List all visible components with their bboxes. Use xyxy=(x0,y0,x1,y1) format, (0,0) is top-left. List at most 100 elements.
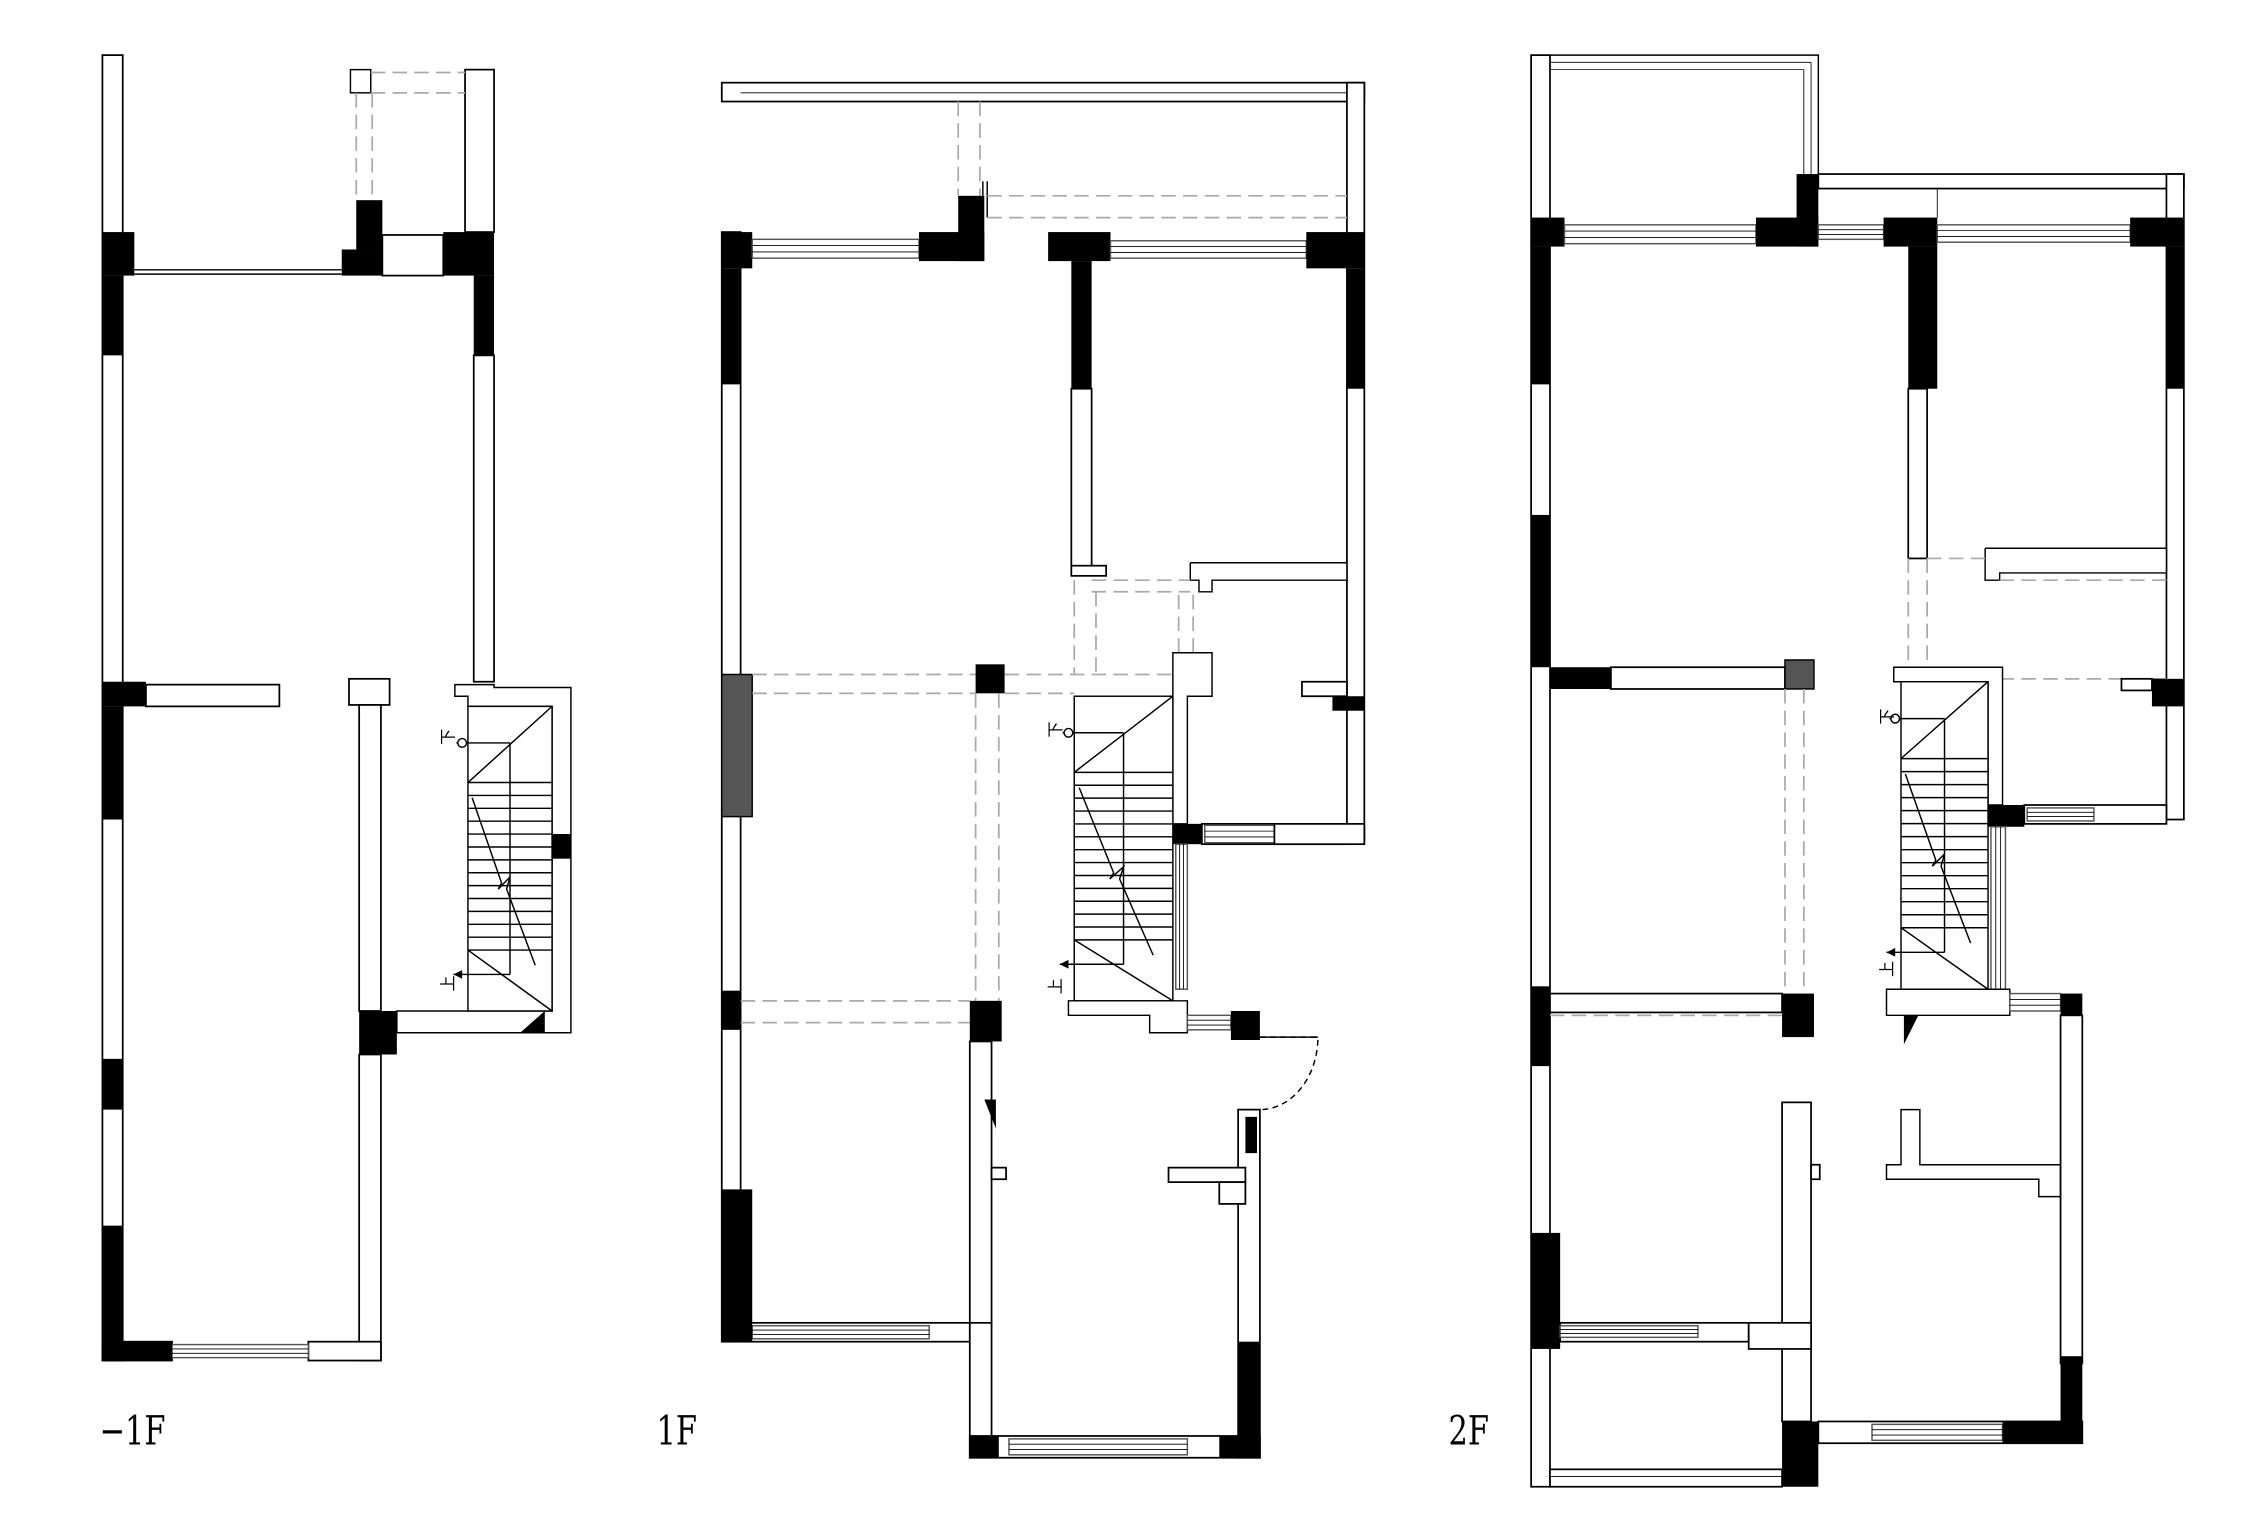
window xyxy=(1563,224,1757,245)
column xyxy=(102,232,135,276)
wall xyxy=(1067,1000,1189,1034)
window xyxy=(1871,1423,2004,1442)
column xyxy=(102,1058,123,1110)
window xyxy=(2009,992,2062,1012)
wall xyxy=(348,677,391,706)
wall xyxy=(720,81,1366,103)
window xyxy=(1109,240,1308,259)
window xyxy=(1008,1438,1189,1456)
column xyxy=(2166,246,2184,389)
wall xyxy=(1747,1321,1812,1350)
column xyxy=(969,1435,999,1458)
stair-up-label-first: 上 xyxy=(1046,978,1065,994)
wall xyxy=(1346,81,1366,843)
wall xyxy=(2059,1014,2084,1365)
line xyxy=(1073,939,1174,1002)
break-line xyxy=(1078,787,1154,956)
floor-plan-first-floor xyxy=(720,81,1366,1459)
window xyxy=(171,1343,310,1359)
floor-label-basement: −1F xyxy=(100,1408,166,1454)
column xyxy=(473,275,495,356)
stair-up-label-basement: 上 xyxy=(438,975,457,991)
stair-down-label-basement: 下 xyxy=(438,729,457,745)
wall xyxy=(1167,1166,1247,1184)
wall xyxy=(1817,173,2185,190)
wall xyxy=(1218,1181,1247,1205)
wall xyxy=(1549,1468,1783,1488)
window xyxy=(1817,224,1885,241)
wall xyxy=(1070,564,1108,577)
wall xyxy=(1273,823,1366,846)
column xyxy=(1332,696,1365,711)
door-swing xyxy=(1903,1015,1919,1045)
column xyxy=(969,1000,1002,1042)
floor-label-second: 2F xyxy=(1448,1408,1488,1454)
wall xyxy=(1549,992,1783,1014)
window xyxy=(1936,224,2131,243)
window xyxy=(2026,807,2095,822)
wall xyxy=(1172,651,1213,825)
column xyxy=(1782,993,1814,1038)
column xyxy=(1230,1010,1260,1040)
stair-start-circle xyxy=(457,737,468,749)
column-gray xyxy=(721,673,753,818)
column xyxy=(1071,261,1092,389)
wall xyxy=(1189,562,1348,593)
column xyxy=(1238,1341,1260,1458)
stair-up-label-second: 上 xyxy=(1877,961,1896,977)
window xyxy=(1186,1014,1232,1031)
balcony-rail xyxy=(1549,54,1820,175)
column xyxy=(1549,667,1611,689)
wall xyxy=(349,68,372,94)
column xyxy=(1531,986,1550,1067)
column xyxy=(1796,174,1819,247)
column xyxy=(102,706,123,820)
wall xyxy=(1885,988,2011,1017)
column xyxy=(1782,1421,1819,1487)
column xyxy=(359,1010,397,1055)
window xyxy=(751,1325,930,1340)
column xyxy=(2151,678,2184,707)
wall xyxy=(1610,666,1786,690)
column xyxy=(1531,1232,1561,1349)
break-line xyxy=(471,797,536,966)
wall xyxy=(472,354,495,683)
column xyxy=(356,200,383,250)
wall xyxy=(464,68,495,233)
wall xyxy=(381,234,445,277)
wall xyxy=(1984,547,2168,581)
column-gray xyxy=(1784,659,1815,690)
column xyxy=(552,834,571,859)
wall xyxy=(145,683,281,708)
column xyxy=(1245,1116,1257,1154)
wall xyxy=(1301,680,1348,698)
wall xyxy=(307,1340,382,1362)
column xyxy=(1306,232,1365,269)
column xyxy=(443,232,495,276)
door-swing-arc xyxy=(1259,1036,1319,1111)
stair-down-label-first: 下 xyxy=(1046,722,1065,738)
stair-arrow-icon xyxy=(453,970,463,979)
break-line xyxy=(1904,773,1972,944)
column xyxy=(1908,246,1938,389)
wall xyxy=(1781,1101,1812,1423)
column xyxy=(102,681,146,707)
column xyxy=(1988,805,2025,827)
window xyxy=(751,238,920,259)
wall xyxy=(1070,387,1093,574)
column xyxy=(975,664,1005,694)
window xyxy=(1990,826,2007,990)
stair-arrow-icon xyxy=(1886,947,1896,957)
wall xyxy=(2120,677,2153,692)
floor-plan-second-floor xyxy=(1530,54,2185,1488)
wall xyxy=(358,1053,382,1362)
column xyxy=(102,275,123,356)
wall xyxy=(990,1166,1007,1181)
column xyxy=(102,1341,173,1361)
wall xyxy=(1885,1108,2062,1198)
column xyxy=(721,990,741,1030)
column xyxy=(1531,246,1550,385)
column xyxy=(2002,1421,2083,1444)
line xyxy=(1900,927,1989,990)
